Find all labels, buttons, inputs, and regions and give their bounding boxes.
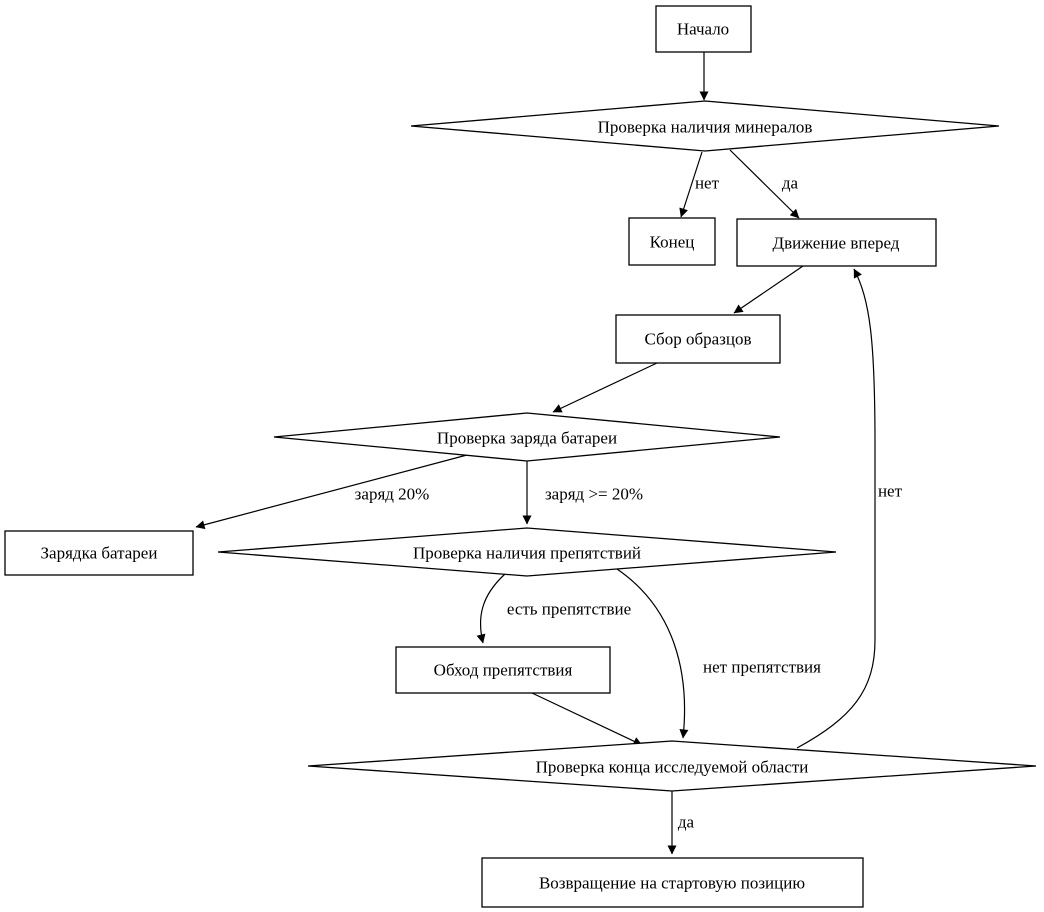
edge-obstacle-no-to-check-area-end (616, 568, 689, 739)
node-label-check-minerals: Проверка наличия минералов (597, 117, 813, 137)
edge-minerals-no-to-finish (679, 151, 703, 218)
edge-label-obstacle-yes: есть препятствие (506, 599, 632, 619)
node-shape-return-start (481, 857, 864, 908)
edge-battery-low-to-charge-battery (195, 454, 468, 530)
node-label-start: Начало (676, 19, 730, 39)
edge-label-battery-low: заряд 20% (354, 484, 430, 504)
node-shape-collect-samples (615, 314, 781, 364)
node-label-avoid-obstacle: Обход препятствия (433, 660, 573, 680)
node-shape-move-forward (736, 218, 937, 267)
node-label-finish: Конец (649, 232, 695, 252)
node-shape-finish (628, 217, 716, 266)
edge-label-area-end: да (677, 812, 695, 832)
edge-obstacle-yes-to-avoid-obstacle (476, 573, 506, 644)
node-shape-avoid-obstacle (395, 646, 611, 694)
node-shape-check-obstacles (217, 527, 837, 577)
node-shape-check-area-end (307, 740, 1037, 792)
node-label-charge-battery: Зарядка батареи (40, 543, 158, 563)
node-shape-check-minerals (410, 100, 1000, 152)
edge-label-battery-ok: заряд >= 20% (544, 484, 644, 504)
edge-label-obstacle-no: нет препятствия (703, 657, 821, 677)
edge-area-end-no-to-move-forward (796, 268, 876, 749)
node-shape-start (655, 5, 752, 53)
node-shape-charge-battery (4, 530, 194, 576)
node-label-collect-samples: Сбор образцов (644, 329, 752, 349)
edge-label-minerals-no: нет (694, 173, 720, 193)
node-shape-check-battery (273, 412, 781, 462)
node-label-check-area-end: Проверка конца исследуемой области (535, 757, 809, 777)
edge-label-area-not-end: нет (877, 481, 903, 501)
node-label-move-forward: Движение вперед (772, 233, 900, 253)
edge-move-forward-to-collect-samples (733, 265, 804, 314)
edge-minerals-yes-to-move-forward (729, 149, 800, 219)
node-label-check-obstacles: Проверка наличия препятствий (412, 543, 642, 563)
edge-collect-samples-to-check-battery (552, 362, 658, 413)
edge-label-minerals-yes: да (781, 173, 799, 193)
node-label-return-start: Возвращение на стартовую позицию (538, 873, 806, 893)
node-label-check-battery: Проверка заряда батареи (436, 428, 618, 448)
edge-avoid-obstacle-to-check-area-end (531, 692, 643, 746)
